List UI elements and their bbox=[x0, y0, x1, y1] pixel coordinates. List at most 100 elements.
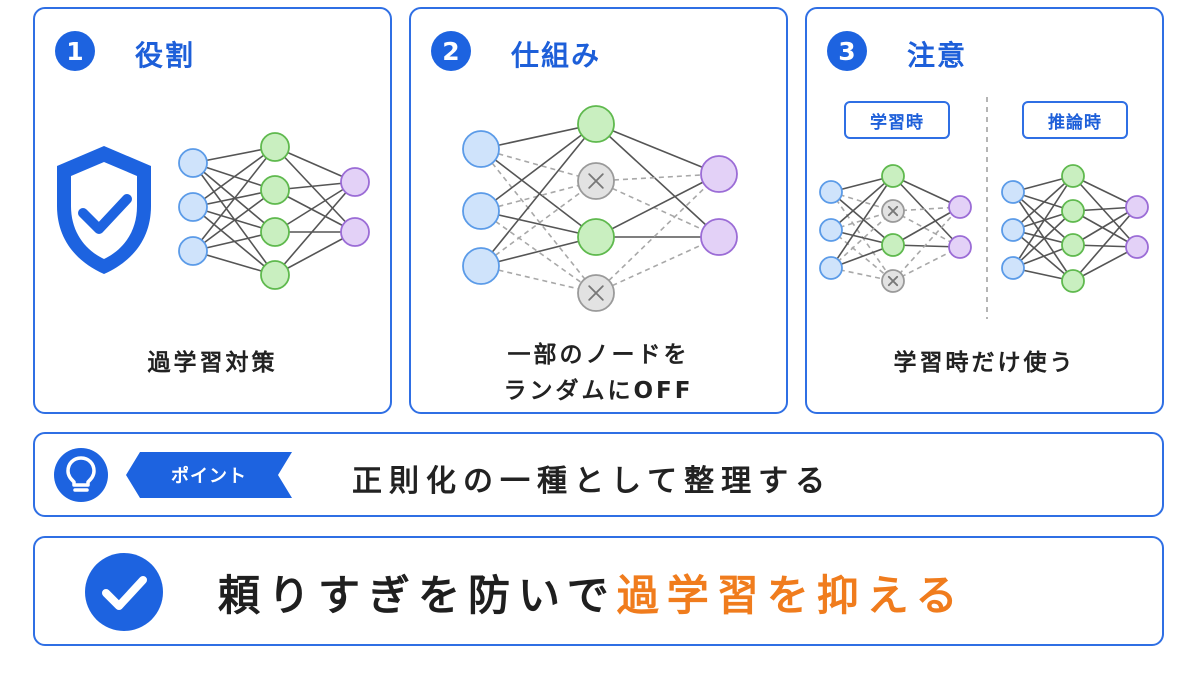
network-edge bbox=[830, 229, 894, 282]
network-edge bbox=[595, 236, 720, 294]
network-edge bbox=[1012, 175, 1074, 231]
panel-caption-mechanism-line1: 一部のノードを bbox=[507, 342, 690, 368]
network-edge bbox=[1012, 175, 1074, 269]
network-node bbox=[819, 218, 843, 242]
network-node bbox=[948, 235, 972, 259]
close-icon bbox=[887, 275, 899, 287]
network-node bbox=[700, 218, 738, 256]
network-edge bbox=[274, 181, 356, 276]
network-node bbox=[1061, 269, 1085, 293]
conclusion-highlight: 過学習を抑える bbox=[616, 571, 966, 620]
network-edge bbox=[595, 123, 720, 175]
network-edge bbox=[892, 210, 961, 248]
conclusion-main: 頼りすぎを防いで bbox=[218, 571, 617, 620]
network-edge bbox=[1012, 191, 1074, 282]
network-edge bbox=[480, 148, 597, 294]
network-node bbox=[948, 195, 972, 219]
network-node bbox=[1001, 256, 1025, 280]
network-edge bbox=[1072, 175, 1138, 248]
network-edge bbox=[480, 210, 597, 294]
panel-title-mechanism: 仕組み bbox=[511, 39, 602, 72]
network-edge bbox=[192, 162, 276, 233]
network-node bbox=[178, 148, 208, 178]
network-node bbox=[462, 192, 500, 230]
network-node bbox=[577, 105, 615, 143]
network-edge bbox=[1012, 229, 1074, 282]
network-edge bbox=[480, 148, 597, 238]
step-number-3: 3 bbox=[827, 31, 867, 71]
step-number-2: 2 bbox=[431, 31, 471, 71]
panel-title-role: 役割 bbox=[135, 39, 196, 72]
network-edge bbox=[480, 123, 597, 267]
network-edge bbox=[480, 180, 597, 212]
network-node bbox=[819, 180, 843, 204]
network-node bbox=[1061, 199, 1085, 223]
panel-caption-role: 過学習対策 bbox=[147, 350, 278, 376]
network-edge bbox=[892, 206, 961, 246]
network-edge bbox=[830, 175, 894, 269]
network-edge bbox=[192, 146, 276, 252]
network-node bbox=[260, 217, 290, 247]
network-edge bbox=[480, 210, 597, 238]
network-edge bbox=[274, 181, 356, 233]
network-node bbox=[340, 217, 370, 247]
close-icon bbox=[588, 285, 604, 301]
network-edge bbox=[595, 173, 720, 182]
network-edge bbox=[274, 146, 356, 233]
network-node bbox=[1125, 195, 1149, 219]
network-edge bbox=[892, 175, 961, 208]
network-node bbox=[1001, 180, 1025, 204]
network-node bbox=[260, 260, 290, 290]
shield-check-icon bbox=[57, 146, 151, 274]
network-edge bbox=[830, 191, 894, 282]
conclusion-text: 頼りすぎを防いで過学習を抑える bbox=[218, 562, 966, 623]
network-edge bbox=[1012, 191, 1074, 246]
point-badge-shape bbox=[126, 452, 292, 498]
network-edge bbox=[595, 173, 720, 294]
panel-caption-mechanism-line2: ランダムにOFF bbox=[503, 378, 694, 404]
network-edge bbox=[595, 123, 720, 238]
panel-role: 1 役割 過学習対策 bbox=[33, 7, 392, 414]
neural-networks-train-vs-infer bbox=[819, 164, 1149, 293]
network-edge bbox=[892, 175, 961, 248]
lightbulb-icon bbox=[54, 448, 108, 502]
network-node bbox=[340, 167, 370, 197]
network-edge bbox=[595, 173, 720, 238]
network-edge bbox=[480, 123, 597, 212]
network-node bbox=[819, 256, 843, 280]
network-edge bbox=[1072, 206, 1138, 282]
network-node bbox=[700, 155, 738, 193]
network-node bbox=[1125, 235, 1149, 259]
network-node bbox=[577, 218, 615, 256]
close-icon bbox=[588, 173, 604, 189]
panel-caution: 3 注意 学習時 推論時 学習時だけ使う bbox=[805, 7, 1164, 414]
network-node bbox=[1061, 233, 1085, 257]
network-edge bbox=[1072, 246, 1138, 282]
network-node bbox=[178, 236, 208, 266]
network-node bbox=[881, 233, 905, 257]
neural-network-full bbox=[178, 132, 370, 290]
network-edge bbox=[480, 236, 597, 267]
network-edge bbox=[1072, 206, 1138, 246]
network-node bbox=[260, 132, 290, 162]
point-badge: ポイント bbox=[171, 466, 247, 487]
network-edge bbox=[830, 191, 894, 246]
network-node bbox=[881, 164, 905, 188]
divider-dashed bbox=[986, 97, 988, 319]
network-node bbox=[462, 247, 500, 285]
panel-caption-caution: 学習時だけ使う bbox=[893, 350, 1076, 376]
network-node bbox=[1001, 218, 1025, 242]
point-text: 正則化の一種として整理する bbox=[352, 464, 833, 499]
network-node bbox=[178, 192, 208, 222]
network-edge bbox=[274, 189, 356, 233]
network-edge bbox=[1072, 210, 1138, 248]
network-edge bbox=[274, 231, 356, 276]
network-edge bbox=[480, 180, 597, 267]
network-node bbox=[1061, 164, 1085, 188]
tag-training: 学習時 bbox=[844, 101, 950, 139]
tag-inference: 推論時 bbox=[1022, 101, 1128, 139]
network-edge bbox=[892, 206, 961, 282]
panel-title-caution: 注意 bbox=[907, 39, 968, 72]
network-edge bbox=[192, 146, 276, 208]
close-icon bbox=[887, 205, 899, 217]
